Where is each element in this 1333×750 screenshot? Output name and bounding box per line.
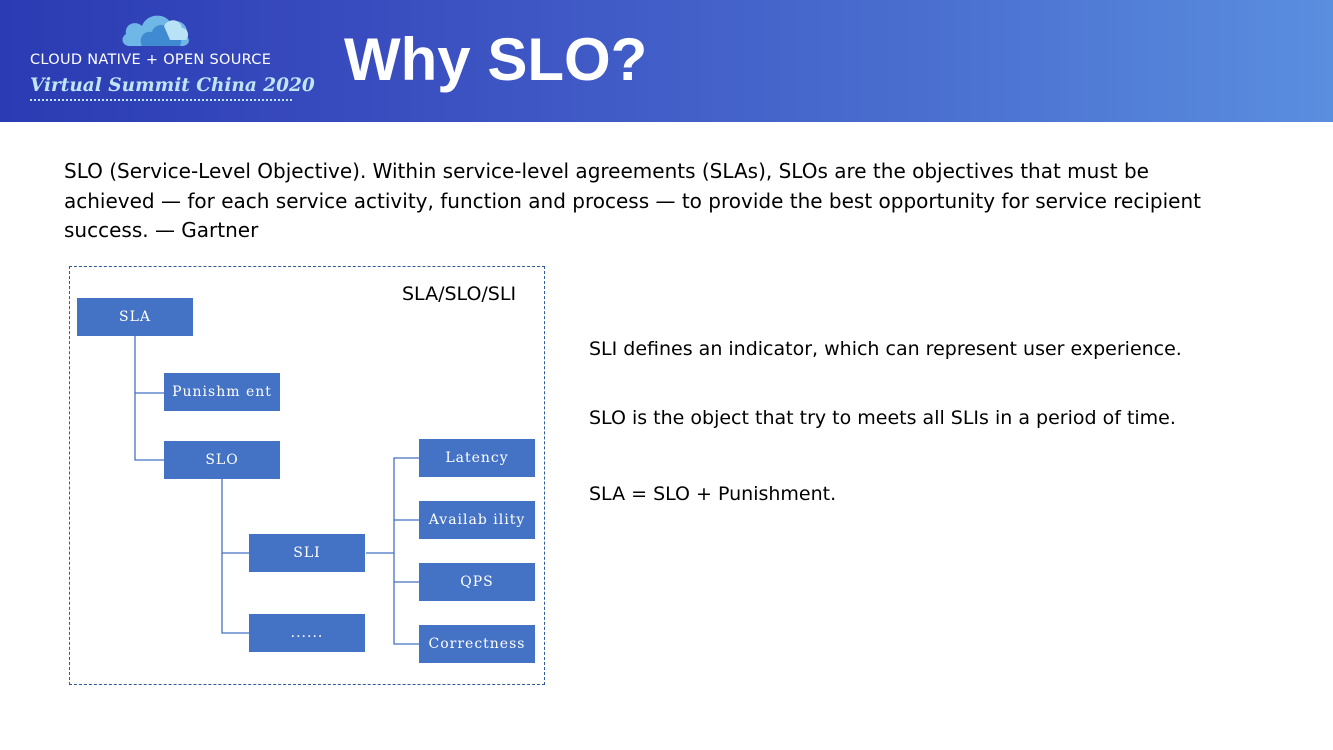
sla-slo-sli-diagram (69, 266, 545, 685)
node-correctness: Correctness (419, 625, 535, 663)
header-banner: CLOUD NATIVE + OPEN SOURCE Virtual Summi… (0, 0, 1333, 122)
diagram-title: SLA/SLO/SLI (402, 283, 517, 305)
sli-definition: SLI defines an indicator, which can repr… (589, 338, 1182, 360)
node-more: ...... (249, 614, 365, 652)
sla-definition: SLA = SLO + Punishment. (589, 483, 837, 505)
logo-text: CLOUD NATIVE + OPEN SOURCE (30, 52, 272, 68)
node-availability: Availab ility (419, 501, 535, 539)
node-latency: Latency (419, 439, 535, 477)
page-title: Why SLO? (344, 26, 648, 93)
node-punishment: Punishm ent (164, 373, 280, 411)
cloud-icon (122, 15, 189, 47)
node-sli: SLI (249, 534, 365, 572)
node-sla: SLA (77, 298, 193, 336)
event-logo: CLOUD NATIVE + OPEN SOURCE Virtual Summi… (30, 12, 315, 112)
gartner-definition: SLO (Service-Level Objective). Within se… (64, 159, 1201, 242)
node-slo: SLO (164, 441, 280, 479)
node-qps: QPS (419, 563, 535, 601)
logo-script-text: Virtual Summit China 2020 (30, 75, 315, 101)
slo-definition: SLO is the object that try to meets all … (589, 407, 1176, 429)
